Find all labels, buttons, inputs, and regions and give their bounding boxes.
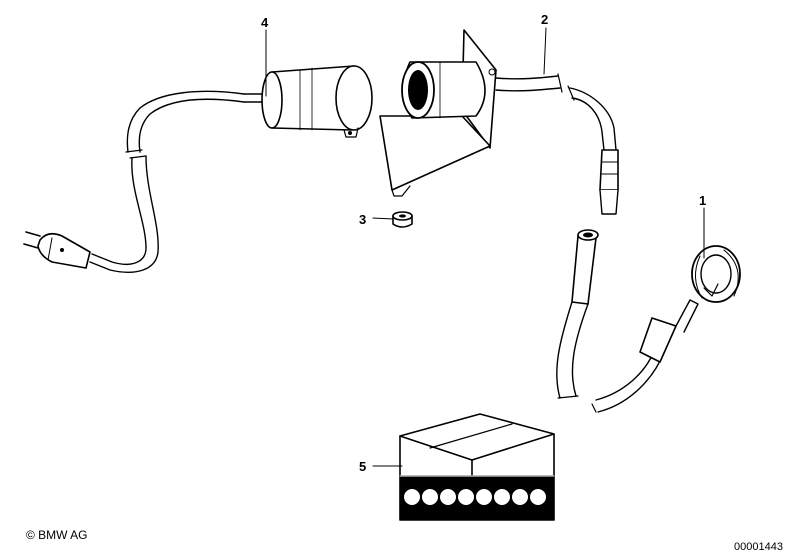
copyright-text: © BMW AG — [26, 528, 88, 542]
part-2-socket-bracket — [379, 29, 619, 215]
callout-4: 4 — [261, 15, 269, 30]
document-number: 00001443 — [734, 541, 783, 553]
callout-1: 1 — [699, 193, 707, 208]
callout-5: 5 — [359, 459, 367, 474]
callout-2: 2 — [541, 12, 549, 27]
part-5-box — [399, 413, 555, 521]
part-4-plug-adapter — [23, 65, 373, 273]
part-3-nut — [392, 211, 413, 228]
leader-lines — [265, 27, 705, 467]
callout-3: 3 — [359, 212, 367, 227]
part-1-key-ring-cable — [556, 229, 741, 413]
